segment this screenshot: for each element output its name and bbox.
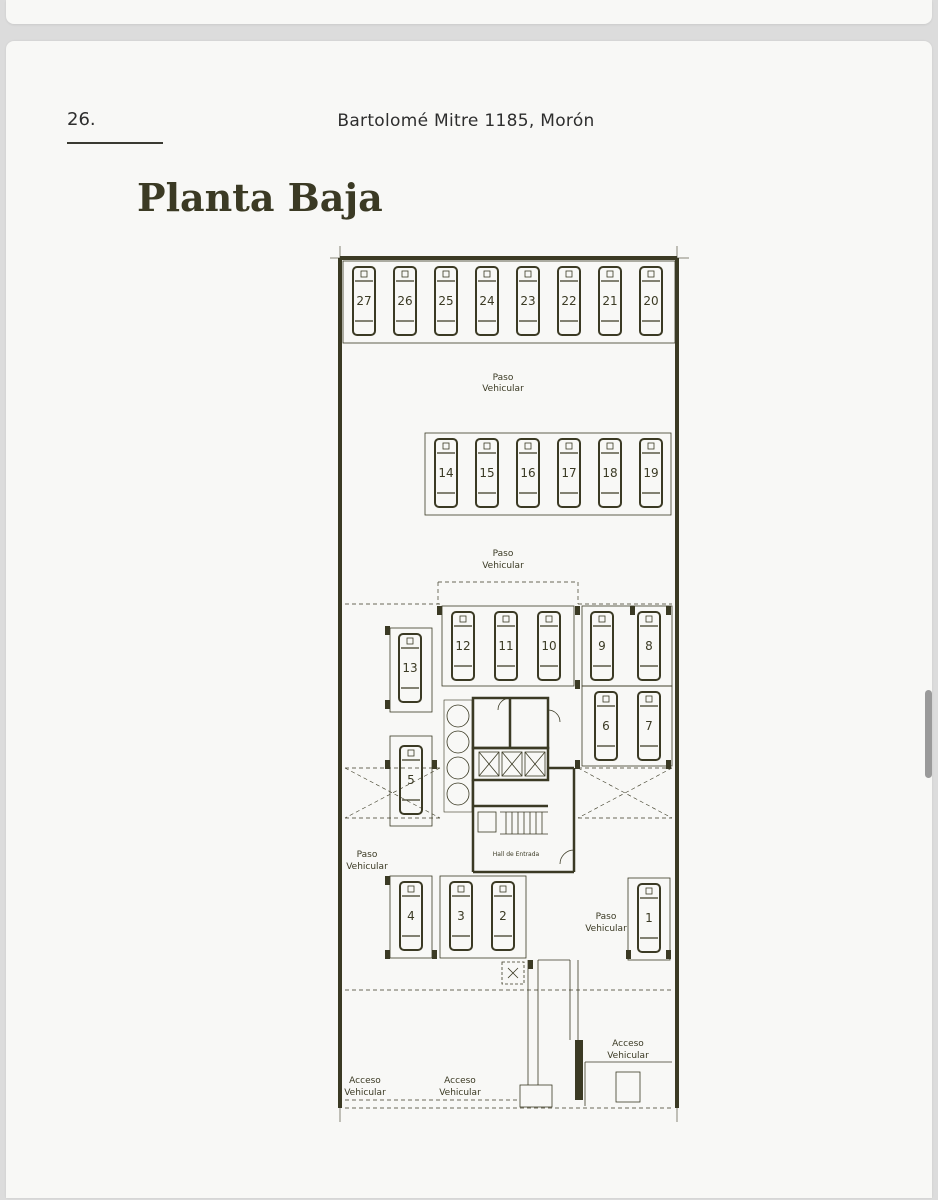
paso-label-3b: Vehicular	[346, 862, 388, 872]
vertical-scrollbar-thumb[interactable]	[925, 690, 932, 778]
parking-spot-number: 20	[643, 294, 658, 308]
parking-spot-number: 24	[479, 294, 494, 308]
parking-spot-number: 13	[402, 661, 417, 675]
parking-spot-12: 12	[451, 611, 475, 681]
acceso-label-2a: Acceso	[444, 1076, 476, 1086]
paso-label-1b: Vehicular	[482, 384, 524, 394]
parking-spot-number: 9	[598, 639, 606, 653]
paso-label-1a: Paso	[493, 373, 514, 383]
parking-spot-20: 20	[639, 266, 663, 336]
page-number: 26.	[67, 109, 96, 130]
parking-spot-number: 16	[520, 466, 535, 480]
plan-labels: Paso Vehicular Paso Vehicular Paso Vehic…	[344, 373, 649, 1098]
parking-spot-16: 16	[516, 438, 540, 508]
parking-spot-27: 27	[352, 266, 376, 336]
parking-spot-number: 2	[499, 909, 507, 923]
plan-linework	[330, 246, 689, 1122]
parking-spot-23: 23	[516, 266, 540, 336]
parking-spot-number: 12	[455, 639, 470, 653]
parking-spot-number: 21	[602, 294, 617, 308]
parking-spot-3: 3	[449, 881, 473, 951]
page-number-underline	[67, 142, 163, 144]
acceso-label-1b: Vehicular	[344, 1088, 386, 1098]
paso-label-3a: Paso	[357, 850, 378, 860]
acceso-label-1a: Acceso	[349, 1076, 381, 1086]
parking-spot-17: 17	[557, 438, 581, 508]
parking-spot-7: 7	[637, 691, 661, 761]
parking-spot-18: 18	[598, 438, 622, 508]
parking-spot-number: 6	[602, 719, 610, 733]
parking-spot-number: 17	[561, 466, 576, 480]
parking-spot-number: 26	[397, 294, 412, 308]
parking-spot-5: 5	[399, 745, 423, 815]
parking-spot-10: 10	[537, 611, 561, 681]
parking-spot-14: 14	[434, 438, 458, 508]
paso-label-4a: Paso	[596, 912, 617, 922]
parking-spot-number: 11	[498, 639, 513, 653]
parking-spot-22: 22	[557, 266, 581, 336]
parking-spot-2: 2	[491, 881, 515, 951]
document-page: 26. Bartolomé Mitre 1185, Morón Planta B…	[6, 41, 932, 1198]
paso-label-4b: Vehicular	[585, 924, 627, 934]
parking-spot-number: 5	[407, 773, 415, 787]
parking-spot-number: 10	[541, 639, 556, 653]
parking-spot-number: 4	[407, 909, 415, 923]
parking-spot-number: 8	[645, 639, 653, 653]
parking-spot-25: 25	[434, 266, 458, 336]
parking-spot-6: 6	[594, 691, 618, 761]
parking-spot-number: 18	[602, 466, 617, 480]
floor-plan-title: Planta Baja	[137, 175, 383, 220]
parking-spot-9: 9	[590, 611, 614, 681]
parking-spot-number: 7	[645, 719, 653, 733]
parking-spot-number: 3	[457, 909, 465, 923]
parking-spot-4: 4	[399, 881, 423, 951]
previous-page-edge	[6, 0, 932, 24]
paso-label-2b: Vehicular	[482, 561, 524, 571]
acceso-label-2b: Vehicular	[439, 1088, 481, 1098]
parking-spot-1: 1	[637, 883, 661, 953]
paso-label-2a: Paso	[493, 549, 514, 559]
acceso-label-3b: Vehicular	[607, 1051, 649, 1061]
parking-spot-number: 19	[643, 466, 658, 480]
parking-spot-number: 25	[438, 294, 453, 308]
parking-spot-number: 27	[356, 294, 371, 308]
parking-spot-number: 15	[479, 466, 494, 480]
parking-spot-21: 21	[598, 266, 622, 336]
parking-spot-number: 14	[438, 466, 453, 480]
parking-spot-8: 8	[637, 611, 661, 681]
parking-spot-19: 19	[639, 438, 663, 508]
parking-spot-number: 23	[520, 294, 535, 308]
hall-label: Hall de Entrada	[493, 851, 540, 858]
parking-spot-26: 26	[393, 266, 417, 336]
parking-spot-number: 22	[561, 294, 576, 308]
parking-spot-15: 15	[475, 438, 499, 508]
parking-spot-11: 11	[494, 611, 518, 681]
project-address: Bartolomé Mitre 1185, Morón	[337, 111, 595, 131]
parking-spot-13: 13	[398, 633, 422, 703]
parking-spot-number: 1	[645, 911, 653, 925]
parking-spot-24: 24	[475, 266, 499, 336]
acceso-label-3a: Acceso	[612, 1039, 644, 1049]
